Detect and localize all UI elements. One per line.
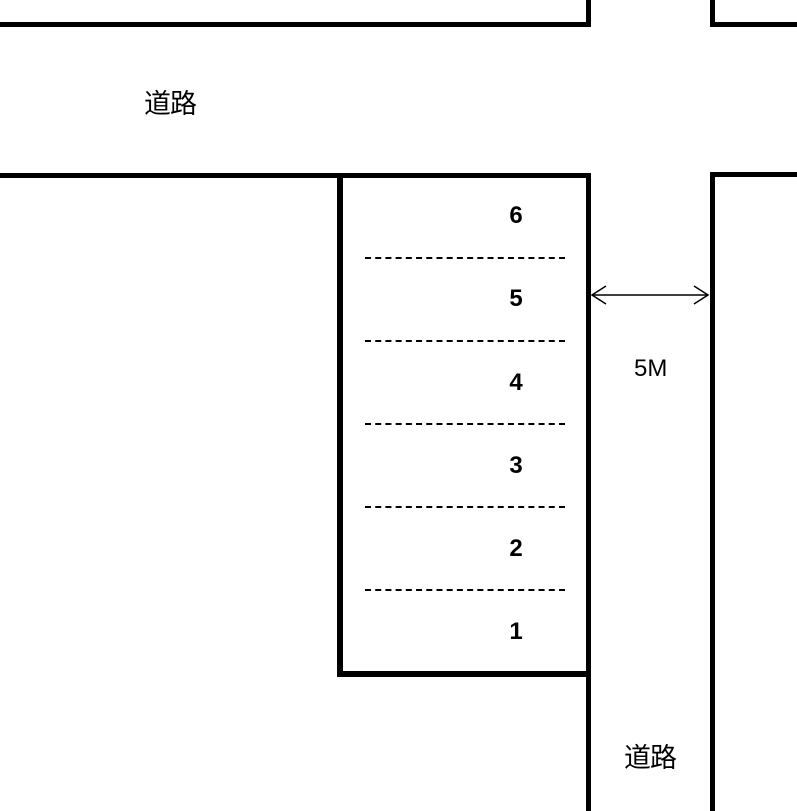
parking-space-2: 2 — [509, 535, 523, 562]
space-divider — [365, 589, 565, 591]
parking-space-3: 3 — [509, 452, 523, 479]
parking-lot-left-edge — [337, 173, 343, 677]
parking-lot-bottom-edge — [337, 671, 591, 677]
parking-space-1: 1 — [509, 618, 523, 645]
dimension-arrow-icon — [590, 285, 710, 305]
space-divider — [365, 506, 565, 508]
top-right-block-bottom-edge — [710, 22, 797, 27]
parking-space-6: 6 — [509, 202, 523, 229]
road-label-right: 道路 — [624, 743, 677, 774]
side-road-east-edge — [710, 172, 715, 811]
parking-space-5: 5 — [509, 285, 523, 312]
top-block-right-edge — [586, 0, 591, 27]
parking-space-4: 4 — [509, 369, 523, 396]
space-divider — [365, 423, 565, 425]
side-road-west-edge — [586, 173, 591, 811]
top-right-block-left-edge — [710, 0, 715, 27]
top-block-bottom-edge — [0, 22, 591, 27]
dimension-label: 5M — [634, 355, 668, 382]
right-block-top-edge — [710, 172, 797, 177]
space-divider — [365, 257, 565, 259]
road-south-edge — [0, 173, 591, 178]
space-divider — [365, 340, 565, 342]
road-label-top: 道路 — [144, 89, 197, 120]
